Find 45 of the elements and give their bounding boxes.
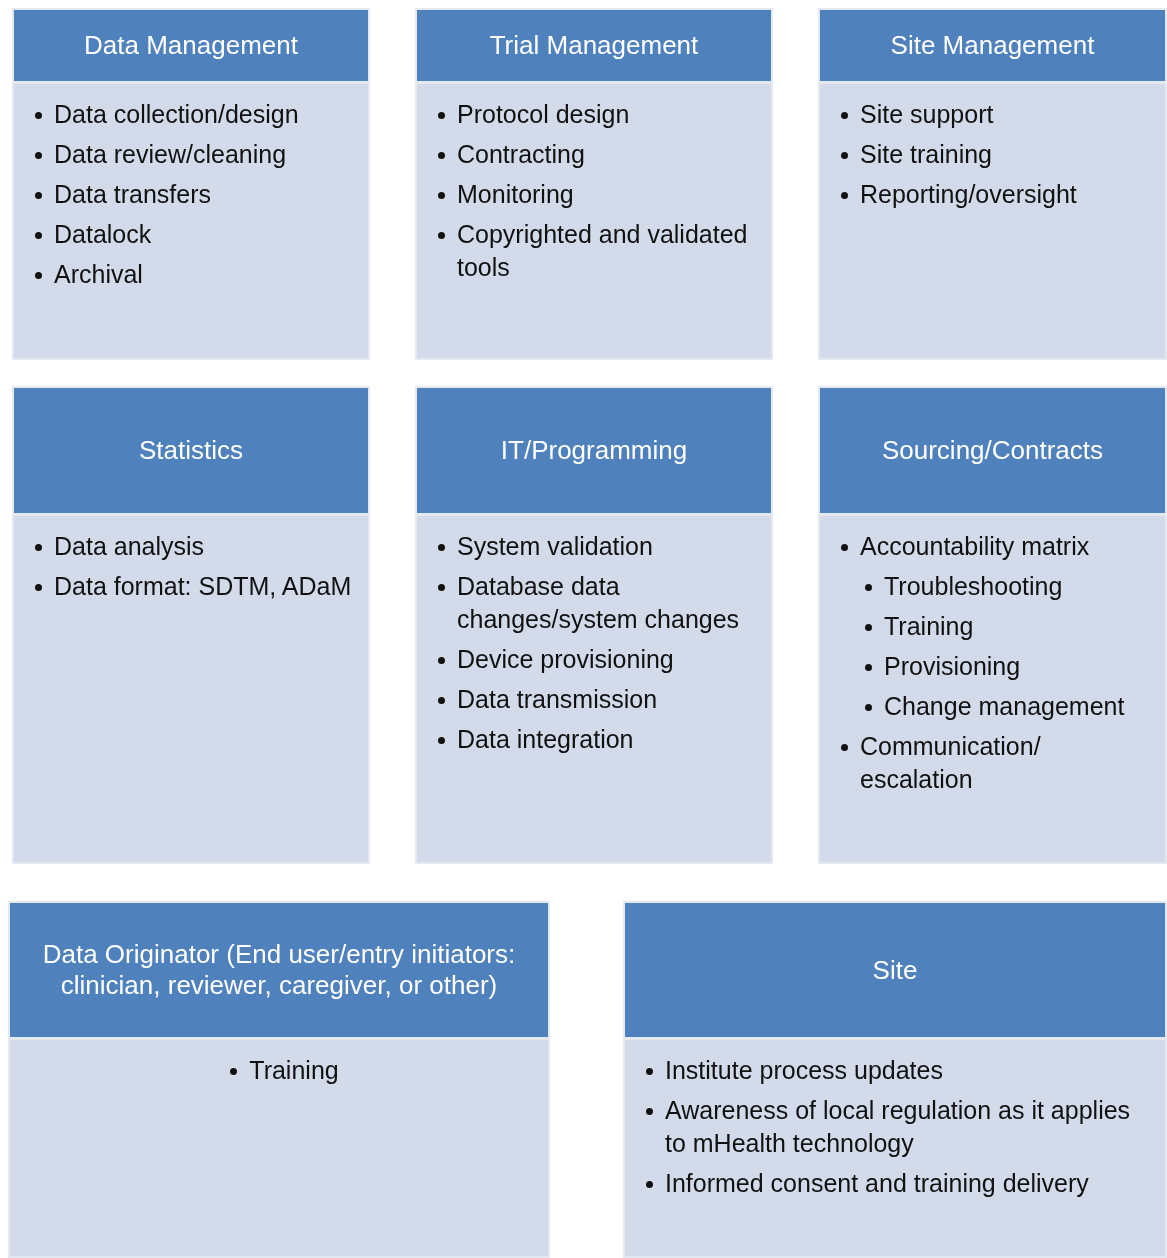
- card: [415, 8, 773, 360]
- list-item-text: Protocol design: [457, 99, 631, 130]
- list-item-text: Site training: [860, 139, 994, 170]
- card-heading: Data Originator (End user/entry initiators: clinician, reviewer, caregiver, or other): [10, 903, 548, 1040]
- list-item-text: Data format: SDTM, ADaM: [54, 571, 353, 602]
- list-item-text: Data transmission: [457, 684, 659, 715]
- card-heading: Site Management: [820, 10, 1165, 84]
- card: [12, 8, 370, 360]
- list-item-text: Change management: [884, 691, 1126, 722]
- list-item-text: Provisioning: [884, 651, 1022, 682]
- card-heading: Statistics: [14, 388, 368, 516]
- list-item-text: System validation: [457, 531, 654, 562]
- card-heading: Site: [625, 903, 1165, 1040]
- list-item-text: Database data changes/system changes: [457, 571, 741, 635]
- card: [623, 901, 1167, 1258]
- list-item-text: Data transfers: [54, 179, 212, 210]
- card: [415, 386, 773, 864]
- list-item-text: Data analysis: [54, 531, 206, 562]
- list-item-text: Datalock: [54, 219, 153, 250]
- list-item-text: Data review/cleaning: [54, 139, 288, 170]
- list-item-text: Troubleshooting: [884, 571, 1064, 602]
- list-item-text: Institute process updates: [665, 1055, 944, 1086]
- list-item-text: Archival: [54, 259, 144, 290]
- list-item-text: Training: [884, 611, 975, 642]
- list-item-text: Copyrighted and validated tools: [457, 219, 749, 283]
- list-item-text: Data integration: [457, 724, 635, 755]
- card-heading: Data Management: [14, 10, 368, 84]
- card: [8, 901, 550, 1258]
- list-item-text: Site support: [860, 99, 995, 130]
- list-item-text: Device provisioning: [457, 644, 675, 675]
- list-item-text: Awareness of local regulation as it applies to mHealth technology: [665, 1095, 1132, 1159]
- list-item-text: Monitoring: [457, 179, 575, 210]
- list-item-text: Data collection/design: [54, 99, 300, 130]
- list-item-text: Informed consent and training delivery: [665, 1168, 1090, 1199]
- card-heading: Sourcing/Contracts: [820, 388, 1165, 516]
- list-item-text: Accountability matrix: [860, 531, 1091, 562]
- list-item-text: Communication/ escalation: [860, 731, 1042, 795]
- list-item-text: Contracting: [457, 139, 586, 170]
- list-item-text: Training: [249, 1055, 339, 1086]
- card: [818, 8, 1167, 360]
- card-heading: IT/Programming: [417, 388, 771, 516]
- list-item-text: Reporting/oversight: [860, 179, 1078, 210]
- card: [818, 386, 1167, 864]
- card: [12, 386, 370, 864]
- card-heading: Trial Management: [417, 10, 771, 84]
